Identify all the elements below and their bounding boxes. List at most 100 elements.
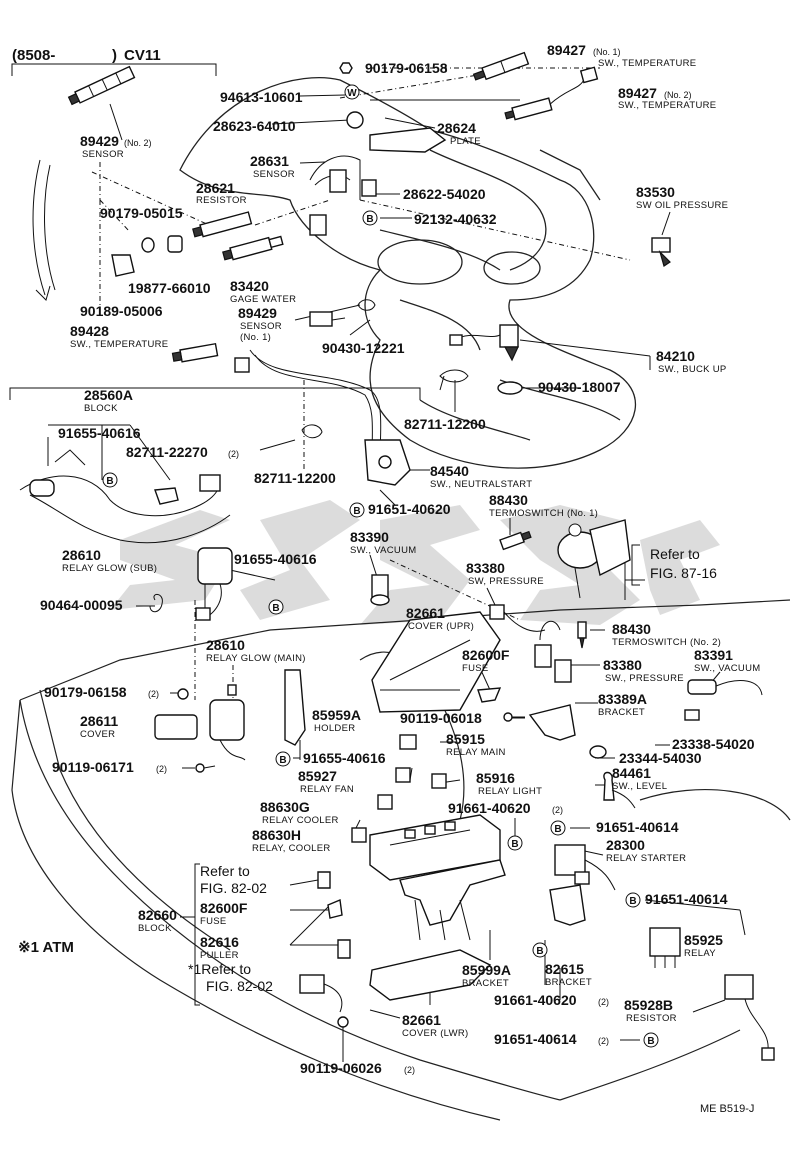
circle-b-marker: B xyxy=(625,892,641,908)
plate-icon xyxy=(369,127,447,153)
neutralstart-84540-icon xyxy=(364,439,411,486)
svg-text:B: B xyxy=(629,896,636,907)
svg-text:91651-40614: 91651-40614 xyxy=(645,891,728,907)
label-94613-10601: 94613-10601 xyxy=(220,89,303,105)
bolt-90179-icon xyxy=(177,688,189,700)
svg-text:SENSOR: SENSOR xyxy=(82,149,124,160)
svg-text:83390: 83390 xyxy=(350,529,389,545)
termoswitch-no1-icon xyxy=(499,530,532,551)
cover-28611-icon xyxy=(154,714,198,740)
washer-icon xyxy=(346,111,364,129)
label-82711-12200-a: 82711-12200 xyxy=(404,416,486,432)
ref-fig82-a-line2: FIG. 82-02 xyxy=(200,880,267,896)
svg-text:PLATE: PLATE xyxy=(450,136,481,147)
washer-90430-18007-icon xyxy=(497,381,523,395)
svg-text:28622-54020: 28622-54020 xyxy=(403,186,486,202)
svg-text:(No. 1): (No. 1) xyxy=(593,47,621,57)
svg-text:90189-05006: 90189-05006 xyxy=(80,303,163,319)
label-91655-40616-c: 91655-40616 xyxy=(303,750,386,766)
svg-text:89427: 89427 xyxy=(618,85,657,101)
washer-90430-icon xyxy=(357,299,376,311)
svg-text:88430: 88430 xyxy=(612,621,651,637)
level-84461-icon xyxy=(603,771,636,809)
label-91651-40614-b: 91651-40614 xyxy=(645,891,728,907)
svg-text:82600F: 82600F xyxy=(200,900,248,916)
svg-text:92132-40632: 92132-40632 xyxy=(414,211,497,227)
svg-text:RESISTOR: RESISTOR xyxy=(626,1013,677,1024)
svg-text:COVER: COVER xyxy=(80,729,115,740)
svg-text:B: B xyxy=(554,824,561,835)
relay-fan-85927-icon xyxy=(395,767,411,783)
label-23344-54030: 23344-54030 xyxy=(619,750,702,766)
svg-text:91655-40616: 91655-40616 xyxy=(58,425,141,441)
circle-w-marker: W xyxy=(344,84,360,100)
fig87-16-assembly-icon xyxy=(557,519,631,599)
svg-text:85959A: 85959A xyxy=(312,707,361,723)
svg-text:B: B xyxy=(279,755,286,766)
svg-text:89427: 89427 xyxy=(547,42,586,58)
label-90119-06026: 90119-06026 (2) xyxy=(300,1060,415,1076)
label-89427-no1: 89427(No. 1)SW., TEMPERATURE xyxy=(547,42,696,69)
svg-text:82661: 82661 xyxy=(406,605,445,621)
svg-text:BLOCK: BLOCK xyxy=(138,923,172,934)
reference-notes: Refer to FIG. 87-16 Refer to FIG. 82-02 … xyxy=(188,544,717,994)
label-82711-12200-b: 82711-12200 xyxy=(254,470,336,486)
svg-text:SW., NEUTRALSTART: SW., NEUTRALSTART xyxy=(430,479,532,490)
svg-text:83380: 83380 xyxy=(603,657,642,673)
svg-text:91655-40616: 91655-40616 xyxy=(234,551,317,567)
pressure-83380-lower-icon xyxy=(534,620,572,683)
bracket-85999a-icon xyxy=(399,859,506,926)
relay-cooler-88630g-icon xyxy=(377,794,393,810)
svg-text:B: B xyxy=(536,946,543,957)
relay-main-85915-icon xyxy=(399,734,417,750)
svg-text:90179-06158: 90179-06158 xyxy=(365,60,448,76)
svg-text:(No. 1): (No. 1) xyxy=(240,332,271,343)
svg-text:82615: 82615 xyxy=(545,961,584,977)
holder-85959a-icon xyxy=(284,669,306,746)
svg-text:BRACKET: BRACKET xyxy=(462,978,509,989)
svg-text:85916: 85916 xyxy=(476,770,515,786)
svg-text:(2): (2) xyxy=(598,1036,609,1046)
bracket-83389a-icon xyxy=(528,704,576,741)
ref-fig82-a-line1: Refer to xyxy=(200,863,250,879)
svg-text:RELAY MAIN: RELAY MAIN xyxy=(446,747,506,758)
svg-text:TERMOSWITCH (No. 2): TERMOSWITCH (No. 2) xyxy=(612,637,721,648)
svg-text:90119-06018: 90119-06018 xyxy=(400,710,482,726)
circle-b-marker: B xyxy=(643,1032,659,1048)
svg-text:BRACKET: BRACKET xyxy=(598,707,645,718)
diagram-code: ME B519-J xyxy=(700,1103,754,1115)
relay-glow-sub-28610-icon xyxy=(195,547,233,621)
svg-text:91651-40620: 91651-40620 xyxy=(368,501,451,517)
bracket-82615-icon xyxy=(549,884,586,926)
svg-text:(2): (2) xyxy=(404,1065,415,1075)
circle-b-marker: B xyxy=(550,820,566,836)
svg-text:28610: 28610 xyxy=(62,547,101,563)
circle-b-marker: B xyxy=(532,942,548,958)
header-bracket: (8508- ) CV11 xyxy=(11,47,217,76)
svg-text:84210: 84210 xyxy=(656,348,695,364)
switch-buckup-84210-icon xyxy=(449,324,519,362)
svg-text:85925: 85925 xyxy=(684,932,723,948)
ref-fig82-b-line2: FIG. 82-02 xyxy=(206,978,273,994)
svg-text:83530: 83530 xyxy=(636,184,675,200)
part-glyphs xyxy=(19,51,775,1061)
circle-b-marker: B xyxy=(362,210,378,226)
nut-icon xyxy=(339,62,353,74)
label-92132-40632: 92132-40632 xyxy=(414,211,497,227)
plug-icon xyxy=(167,235,183,253)
svg-text:90119-06026: 90119-06026 xyxy=(300,1060,382,1076)
sensor-28631-icon xyxy=(309,155,361,236)
